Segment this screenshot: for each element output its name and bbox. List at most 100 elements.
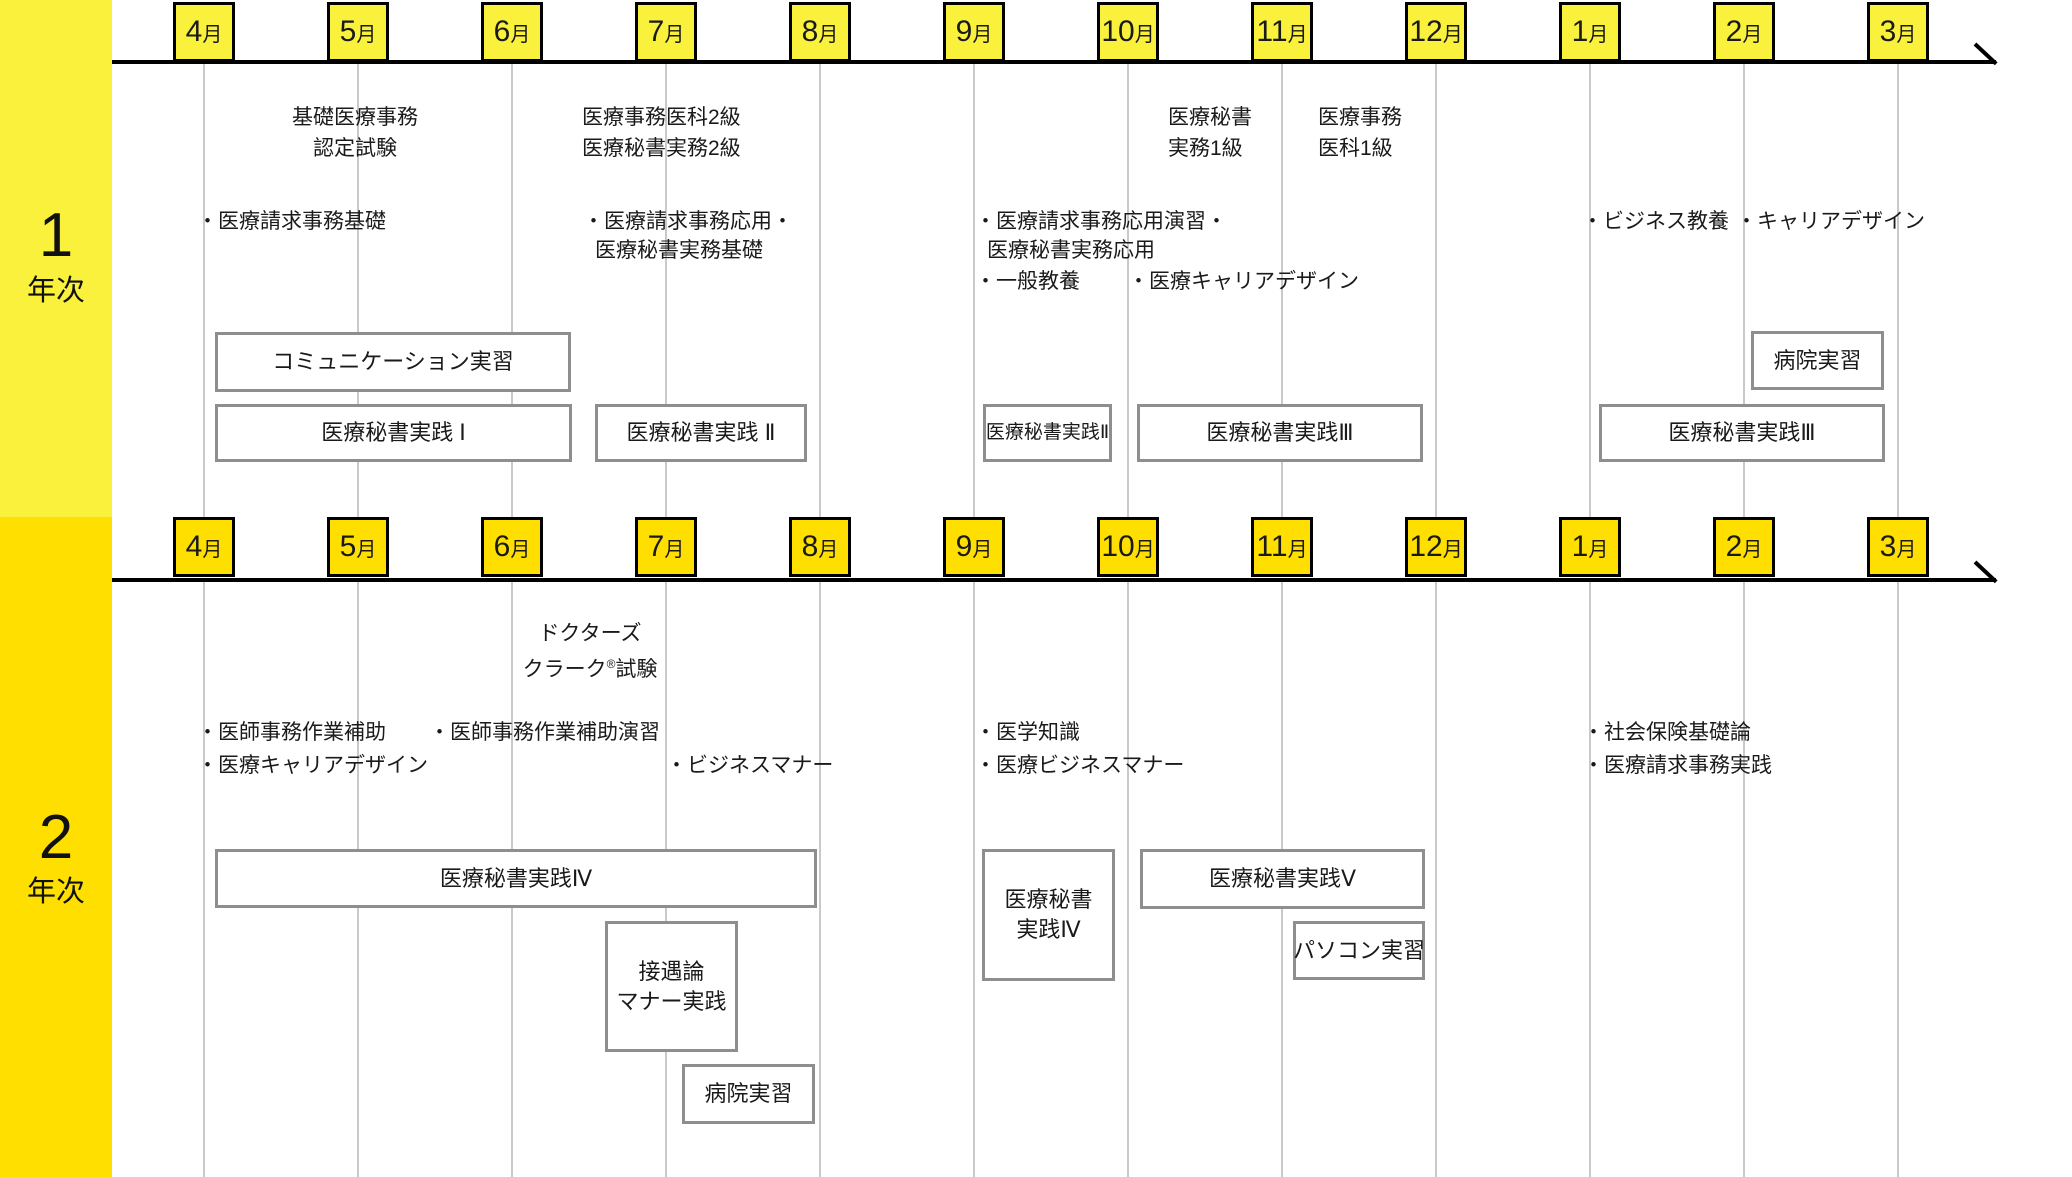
month-gridline bbox=[819, 582, 821, 1177]
month-unit: 月 bbox=[356, 23, 377, 46]
exam-kiso-iryojimu: 基礎医療事務 認定試験 bbox=[292, 106, 418, 160]
month-label: 12 bbox=[1409, 530, 1443, 563]
month-label: 4 bbox=[185, 15, 203, 48]
exam-doctors-clerk: ドクターズ クラーク®試験 bbox=[522, 622, 658, 681]
course-y1-hisho-jitsumu-kiso: 医療秘書実務基礎 bbox=[595, 239, 763, 262]
month-unit: 月 bbox=[1442, 23, 1463, 46]
month-unit: 月 bbox=[510, 538, 531, 561]
year2-number: 2 bbox=[38, 803, 74, 872]
month-unit: 月 bbox=[356, 538, 377, 561]
box-hospital-jisshu-y1: 病院実習 bbox=[1751, 331, 1884, 390]
box-pc-jisshu: パソコン実習 bbox=[1293, 921, 1425, 980]
month-unit: 月 bbox=[1588, 538, 1609, 561]
year2-label: 年次 bbox=[26, 876, 85, 908]
month-unit: 月 bbox=[1287, 538, 1308, 561]
course-y2-business-manner: ・ビジネスマナー bbox=[666, 754, 834, 777]
month-gridline bbox=[665, 64, 667, 517]
month-unit: 月 bbox=[202, 538, 223, 561]
month-unit: 月 bbox=[1742, 538, 1763, 561]
month-label: 1 bbox=[1571, 15, 1589, 48]
month-unit: 月 bbox=[972, 23, 993, 46]
box-hisho-jissen-2: 医療秘書実践 Ⅱ bbox=[595, 404, 807, 462]
month-label: 7 bbox=[647, 530, 665, 563]
exam-ika2kyu: 医療事務医科2級 医療秘書実務2級 bbox=[582, 106, 741, 160]
month-label: 5 bbox=[339, 15, 357, 48]
year1-number: 1 bbox=[38, 201, 74, 270]
month-label: 8 bbox=[801, 530, 819, 563]
course-y2-career-design: ・医療キャリアデザイン bbox=[197, 754, 428, 777]
month-label: 6 bbox=[493, 15, 511, 48]
month-gridline bbox=[1897, 582, 1899, 1177]
month-gridline bbox=[1743, 64, 1745, 517]
registered-mark: ® bbox=[606, 657, 616, 671]
month-label: 11 bbox=[1256, 530, 1288, 563]
month-gridline bbox=[819, 64, 821, 517]
month-gridline bbox=[357, 64, 359, 517]
month-label: 9 bbox=[955, 15, 973, 48]
month-gridline bbox=[1897, 64, 1899, 517]
month-unit: 月 bbox=[818, 23, 839, 46]
month-label: 10 bbox=[1101, 15, 1135, 48]
month-gridline bbox=[1435, 582, 1437, 1177]
month-gridline bbox=[1435, 64, 1437, 517]
month-label: 3 bbox=[1879, 530, 1897, 563]
exam-ika1kyu: 医療事務 医科1級 bbox=[1318, 106, 1402, 160]
month-label: 9 bbox=[955, 530, 973, 563]
box-hisho-jissen-3b: 医療秘書実践Ⅲ bbox=[1599, 404, 1885, 462]
month-label: 7 bbox=[647, 15, 665, 48]
box-setsugu-manner: 接遇論 マナー実践 bbox=[605, 921, 738, 1052]
month-gridline bbox=[1281, 64, 1283, 517]
course-y1-oyo-enshu: ・医療請求事務応用演習・ bbox=[975, 210, 1227, 233]
course-y1-seikyujimu-oyo: ・医療請求事務応用・ bbox=[583, 210, 793, 233]
month-gridline bbox=[203, 582, 205, 1177]
exam-hisho-jitsumu1kyu: 医療秘書 実務1級 bbox=[1168, 106, 1252, 160]
month-unit: 月 bbox=[1134, 538, 1155, 561]
course-y1-career-design: ・医療キャリアデザイン bbox=[1128, 270, 1359, 293]
month-gridline bbox=[511, 64, 513, 517]
month-unit: 月 bbox=[510, 23, 531, 46]
month-label: 5 bbox=[339, 530, 357, 563]
month-unit: 月 bbox=[664, 538, 685, 561]
month-label: 11 bbox=[1256, 15, 1288, 48]
month-label: 6 bbox=[493, 530, 511, 563]
course-y1-seikyujimu-kiso: ・医療請求事務基礎 bbox=[197, 210, 386, 233]
month-unit: 月 bbox=[1442, 538, 1463, 561]
course-y2-igaku-chishiki: ・医学知識 bbox=[975, 721, 1080, 744]
month-label: 12 bbox=[1409, 15, 1443, 48]
month-unit: 月 bbox=[664, 23, 685, 46]
month-label: 10 bbox=[1101, 530, 1135, 563]
month-label: 4 bbox=[185, 530, 203, 563]
month-label: 3 bbox=[1879, 15, 1897, 48]
month-unit: 月 bbox=[1287, 23, 1308, 46]
box-hisho-jissen-3a: 医療秘書実践Ⅲ bbox=[1137, 404, 1423, 462]
month-unit: 月 bbox=[1742, 23, 1763, 46]
month-unit: 月 bbox=[202, 23, 223, 46]
course-y1-career-design2: ・キャリアデザイン bbox=[1736, 210, 1925, 233]
year1-timeline-axis bbox=[112, 60, 1996, 64]
course-y2-shakai-hoken: ・社会保険基礎論 bbox=[1583, 721, 1751, 744]
month-unit: 月 bbox=[972, 538, 993, 561]
month-gridline bbox=[1127, 582, 1129, 1177]
month-gridline bbox=[1589, 582, 1591, 1177]
month-gridline bbox=[1127, 64, 1129, 517]
month-gridline bbox=[973, 64, 975, 517]
sidebar-year2-band bbox=[0, 517, 112, 1177]
